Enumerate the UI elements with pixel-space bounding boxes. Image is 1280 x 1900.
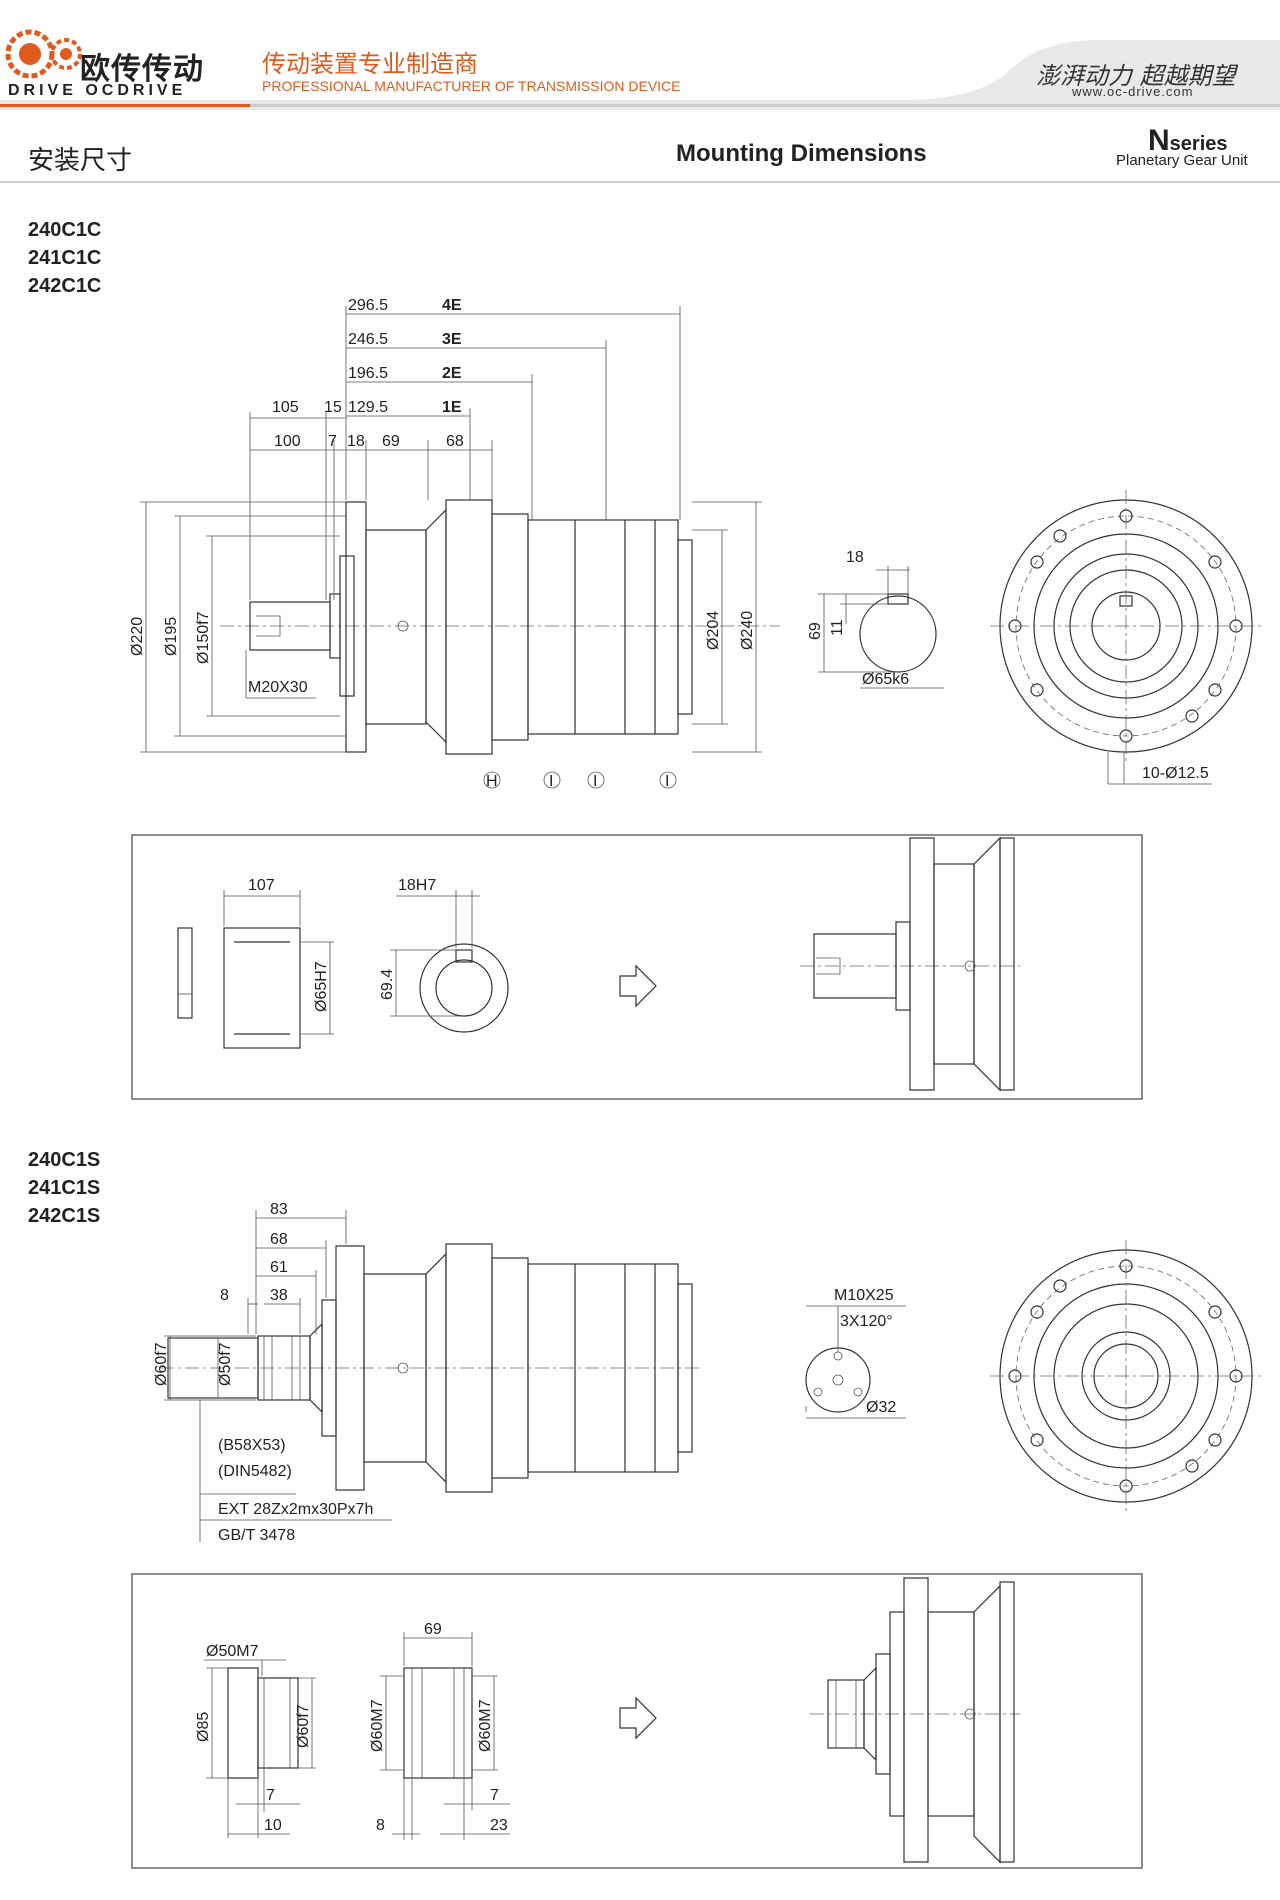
marker-i: I bbox=[543, 771, 561, 790]
slogan: 澎湃动力 超越期望 bbox=[1036, 62, 1236, 90]
dim-dia-60m7-left: Ø60M7 bbox=[369, 1699, 386, 1752]
dim-7a: 7 bbox=[266, 1787, 275, 1804]
model-code: 241C1C bbox=[28, 247, 102, 269]
end-view-icon bbox=[990, 1240, 1262, 1512]
bolt-hole-spec: 10-Ø12.5 bbox=[1142, 765, 1209, 782]
key-height: 69 bbox=[807, 622, 824, 640]
series-subtitle: Planetary Gear Unit bbox=[1116, 152, 1248, 169]
thread-spec: M20X30 bbox=[248, 679, 308, 696]
dim-7b: 7 bbox=[490, 1787, 499, 1804]
box1-hub-drawing: 107 Ø65H7 18H7 69.4 bbox=[131, 834, 1143, 1100]
tap-angle: 3X120° bbox=[840, 1313, 893, 1330]
series-word: series bbox=[1169, 133, 1228, 155]
spline-spec-2: (DIN5482) bbox=[218, 1463, 292, 1480]
svg-text:I: I bbox=[549, 773, 553, 790]
logo-chinese: 欧传传动 bbox=[80, 53, 204, 86]
key-slot: 18H7 bbox=[398, 877, 436, 894]
model-code: 240C1C bbox=[28, 219, 102, 241]
dim-15: 15 bbox=[324, 399, 342, 416]
dim-dia-50m7: Ø50M7 bbox=[206, 1643, 259, 1660]
website-url: www.oc-drive.com bbox=[1072, 84, 1194, 99]
dim-dia-195: Ø195 bbox=[163, 617, 180, 656]
tap-face-icon bbox=[805, 1347, 871, 1413]
tagline-chinese: 传动装置专业制造商 bbox=[262, 51, 478, 78]
dim-10: 10 bbox=[264, 1817, 282, 1834]
dim-dia-60: Ø60f7 bbox=[153, 1342, 170, 1386]
header-background bbox=[0, 40, 1280, 110]
svg-text:I: I bbox=[593, 773, 597, 790]
block2-drawing: 83 68 61 8 38 Ø60f7 Ø50f7 (B58X53) (DIN5… bbox=[153, 1201, 1262, 1544]
series-label: Nseries bbox=[1148, 124, 1228, 158]
dim-dia-60m7-right: Ø60M7 bbox=[477, 1699, 494, 1752]
dim-100: 100 bbox=[274, 433, 301, 450]
model-code: 240C1S bbox=[28, 1149, 101, 1171]
dim-dia-50: Ø50f7 bbox=[217, 1342, 234, 1386]
model-code: 241C1S bbox=[28, 1177, 101, 1199]
dim-len-69: 69 bbox=[424, 1621, 442, 1638]
svg-text:I: I bbox=[665, 773, 669, 790]
hub-length: 107 bbox=[248, 877, 275, 894]
dim-dia-240: Ø240 bbox=[739, 611, 756, 650]
dim-tag-4e: 4E bbox=[442, 297, 462, 314]
dim-69: 69 bbox=[382, 433, 400, 450]
tap-diameter: Ø32 bbox=[866, 1399, 896, 1416]
dim-dia-150: Ø150f7 bbox=[195, 611, 212, 664]
dim-68: 68 bbox=[446, 433, 464, 450]
box2-coupling-drawing: Ø50M7 Ø85 Ø60f7 7 10 69 Ø60M7 Ø60M7 8 7 … bbox=[131, 1573, 1143, 1869]
company-logo-icon bbox=[5, 29, 82, 79]
spline-spec-4: GB/T 3478 bbox=[218, 1527, 295, 1544]
tagline-english: PROFESSIONAL MANUFACTURER OF TRANSMISSIO… bbox=[262, 78, 681, 94]
model-code: 242C1S bbox=[28, 1205, 101, 1227]
hub-bore: Ø65H7 bbox=[313, 961, 330, 1012]
dim-105: 105 bbox=[272, 399, 299, 416]
marker-i: I bbox=[587, 771, 605, 790]
dim-dia-220: Ø220 bbox=[129, 617, 146, 656]
dim-tag-2e: 2E bbox=[442, 365, 462, 382]
marker-h: H bbox=[483, 771, 501, 790]
dim-dia-85: Ø85 bbox=[195, 1712, 212, 1742]
dim-8: 8 bbox=[376, 1817, 385, 1834]
spline-spec-3: EXT 28Zx2mx30Px7h bbox=[218, 1501, 373, 1518]
dim-length-3e: 246.5 bbox=[348, 331, 388, 348]
key-depth: 11 bbox=[829, 619, 846, 636]
dim-83: 83 bbox=[270, 1201, 288, 1218]
spline-spec-1: (B58X53) bbox=[218, 1437, 286, 1454]
logo-english: DRIVE OCDRIVE bbox=[8, 82, 187, 99]
arrow-right-icon bbox=[619, 1696, 657, 1740]
dim-61: 61 bbox=[270, 1259, 288, 1276]
dim-dia-60f7: Ø60f7 bbox=[295, 1704, 312, 1748]
tap-spec: M10X25 bbox=[834, 1287, 894, 1304]
dim-18: 18 bbox=[347, 433, 365, 450]
block2-model-list: 240C1S 241C1S 242C1S bbox=[28, 1146, 100, 1230]
block1-drawing: 296.5 4E 246.5 3E 196.5 2E 129.5 1E 105 … bbox=[129, 297, 1262, 790]
dim-7: 7 bbox=[328, 433, 337, 450]
svg-text:H: H bbox=[486, 773, 498, 790]
dim-8: 8 bbox=[220, 1287, 229, 1304]
arrow-right-icon bbox=[619, 964, 657, 1008]
key-dimension: 69.4 bbox=[379, 969, 396, 1000]
section-title-en: Mounting Dimensions bbox=[676, 140, 927, 167]
marker-i: I bbox=[659, 771, 677, 790]
end-view-icon bbox=[990, 490, 1262, 762]
model-code: 242C1C bbox=[28, 275, 102, 297]
dim-23: 23 bbox=[490, 1817, 508, 1834]
block1-model-list: 240C1C 241C1C 242C1C bbox=[28, 216, 101, 300]
dim-dia-204: Ø204 bbox=[705, 611, 722, 650]
shaft-diameter: Ø65k6 bbox=[862, 671, 909, 688]
dim-68: 68 bbox=[270, 1231, 288, 1248]
section-title-cn: 安装尺寸 bbox=[28, 145, 133, 175]
key-width: 18 bbox=[846, 549, 864, 566]
dim-length-4e: 296.5 bbox=[348, 297, 388, 314]
shaft-section-icon bbox=[859, 595, 937, 673]
section-divider bbox=[0, 181, 1280, 183]
series-letter: N bbox=[1148, 124, 1170, 157]
page-header: 欧传传动 DRIVE OCDRIVE 传动装置专业制造商 PROFESSIONA… bbox=[0, 0, 1280, 110]
dim-tag-3e: 3E bbox=[442, 331, 462, 348]
dim-length-2e: 196.5 bbox=[348, 365, 388, 382]
dim-tag-1e: 1E bbox=[442, 399, 462, 416]
dim-length-1e: 129.5 bbox=[348, 399, 388, 416]
dim-38: 38 bbox=[270, 1287, 288, 1304]
